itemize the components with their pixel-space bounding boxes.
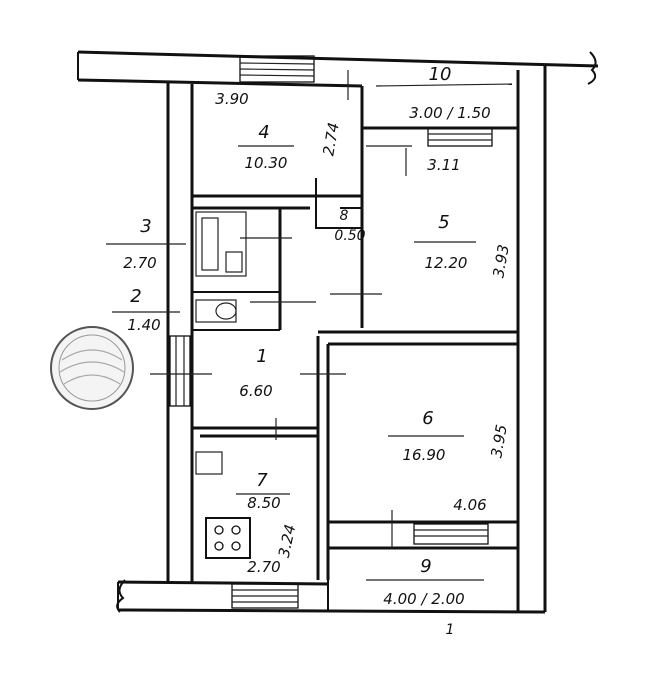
room-6-number: 6 xyxy=(422,408,433,429)
room-4-width: 3.90 xyxy=(215,90,248,108)
stove-icon xyxy=(205,517,251,559)
room-8-area: 0.50 xyxy=(334,228,365,244)
windows xyxy=(169,55,493,609)
room-4-depth: 2.74 xyxy=(319,121,343,157)
fixtures xyxy=(195,211,251,559)
sink-icon xyxy=(225,251,243,273)
room-8-number: 8 xyxy=(340,208,349,224)
tick-marks xyxy=(150,70,412,548)
room-7-number: 7 xyxy=(256,470,268,491)
dimension-labels: 3.90 2.74 3.11 3.93 4.06 3.95 2.70 3.24 … xyxy=(215,90,513,638)
room-9-area: 4.00 / 2.00 xyxy=(383,590,464,608)
room-2-number: 2 xyxy=(130,286,141,307)
room-2-area: 1.40 xyxy=(127,316,160,334)
room-6-depth: 3.95 xyxy=(487,423,511,459)
room-4-number: 4 xyxy=(258,122,269,143)
room-7-area: 8.50 xyxy=(247,494,280,512)
room-6-area: 16.90 xyxy=(403,446,446,464)
room-5-area: 12.20 xyxy=(425,254,468,272)
room-3-area: 2.70 xyxy=(123,254,156,272)
fridge-icon xyxy=(195,451,223,475)
room-7-depth: 3.24 xyxy=(275,523,300,559)
room-10-area: 3.00 / 1.50 xyxy=(409,104,490,122)
room-labels: 10 3.00 / 1.50 4 10.30 8 0.50 3 2.70 2 1… xyxy=(106,64,513,608)
room-1-number: 1 xyxy=(256,346,267,367)
room-10-number: 10 xyxy=(429,64,452,85)
interior-walls xyxy=(192,126,518,610)
bottom-mark: 1 xyxy=(446,622,455,638)
room-5-number: 5 xyxy=(438,212,449,233)
room-9-number: 9 xyxy=(420,556,431,577)
room-3-number: 3 xyxy=(140,216,151,237)
stamp-seal xyxy=(50,326,134,410)
room-1-area: 6.60 xyxy=(239,382,272,400)
room-5-width: 3.11 xyxy=(427,156,460,174)
room-7-width: 2.70 xyxy=(247,558,280,576)
room-5-depth: 3.93 xyxy=(489,243,513,279)
bathtub-icon xyxy=(195,211,247,277)
room-6-width: 4.06 xyxy=(453,496,486,514)
room-4-area: 10.30 xyxy=(245,154,288,172)
